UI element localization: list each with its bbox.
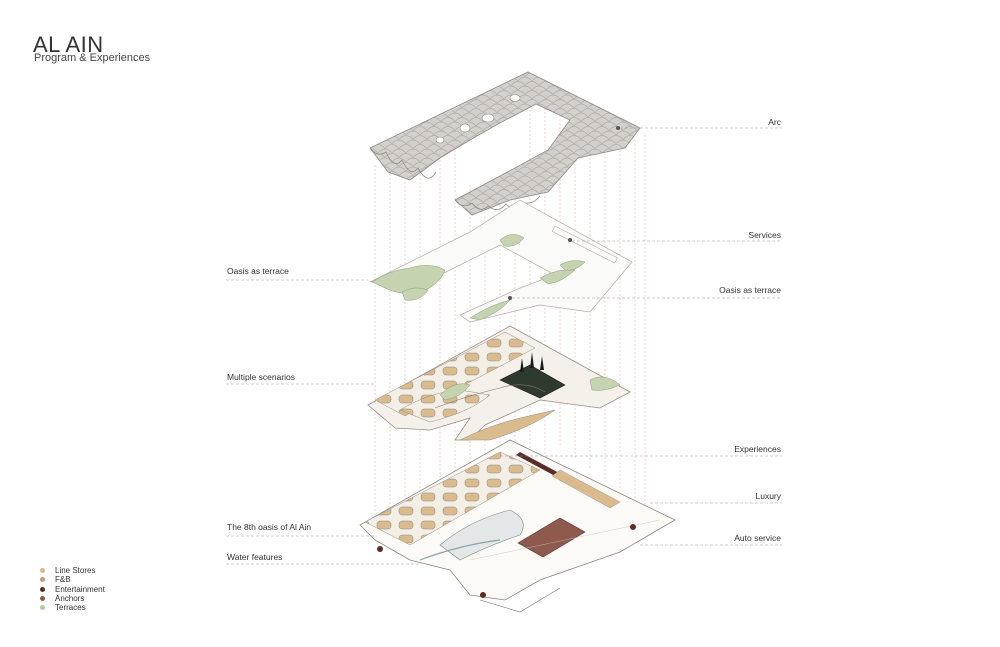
legend-swatch <box>40 596 45 602</box>
page-title: AL AIN <box>33 32 104 57</box>
legend-swatch <box>40 577 45 583</box>
legend-item-fnb: F&B <box>40 575 105 584</box>
legend-label: F&B <box>55 575 71 585</box>
scenarios-layer <box>367 325 631 441</box>
legend-label: Anchors <box>55 594 85 604</box>
label-oasis-terrace-left: Oasis as terrace <box>227 266 289 276</box>
legend-item-line-stores: Line Stores <box>40 566 105 575</box>
page-subtitle: Program & Experiences <box>34 52 151 64</box>
legend-swatch <box>40 568 45 574</box>
label-services: Services <box>748 230 781 240</box>
ground-layer <box>359 439 676 613</box>
label-water-features: Water features <box>227 552 282 562</box>
legend-item-anchors: Anchors <box>40 594 105 603</box>
legend-label: Entertainment <box>55 584 105 594</box>
legend-swatch <box>40 605 45 611</box>
label-arc: Arc <box>768 117 782 127</box>
legend-label: Line Stores <box>55 566 96 576</box>
label-eighth-oasis: The 8th oasis of Al Ain <box>227 522 311 532</box>
label-multiple-scenarios: Multiple scenarios <box>227 372 295 382</box>
legend-item-terraces: Terraces <box>40 603 105 612</box>
services-terrace-layer <box>369 199 633 323</box>
label-oasis-terrace-right: Oasis as terrace <box>719 285 781 295</box>
legend-swatch <box>40 586 45 592</box>
label-luxury: Luxury <box>755 491 781 501</box>
legend: Line Stores F&B Entertainment Anchors Te… <box>40 566 105 612</box>
legend-label: Terraces <box>55 603 86 613</box>
label-experiences: Experiences <box>734 444 781 454</box>
legend-item-entertainment: Entertainment <box>40 585 105 594</box>
label-auto-service: Auto service <box>734 533 781 543</box>
callout-leaders <box>226 127 782 565</box>
arc-roof-layer <box>369 71 641 216</box>
